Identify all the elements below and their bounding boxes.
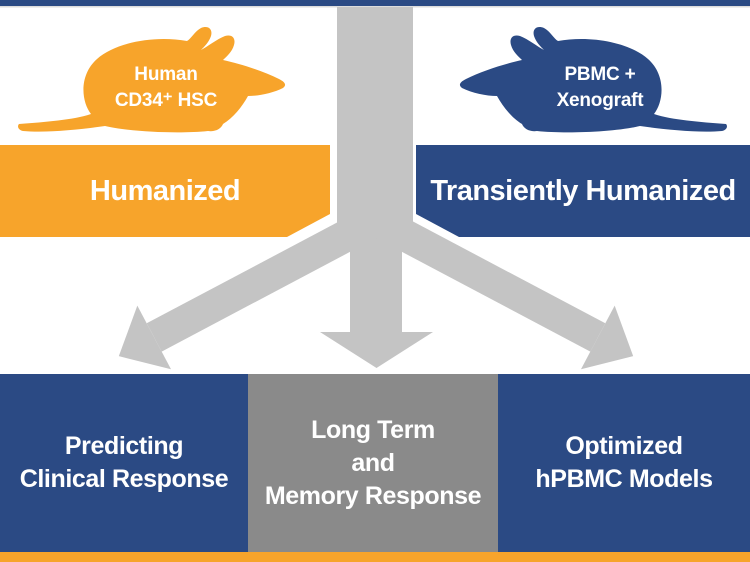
arrow-center-branch — [320, 225, 433, 368]
memory-line3: Memory Response — [264, 481, 482, 510]
long-term-memory-response-label: Long Term and Memory Response — [248, 374, 498, 552]
humanized-banner — [0, 145, 330, 237]
memory-line1: Long Term — [311, 415, 435, 444]
transiently-humanized-banner-label: Transiently Humanized — [430, 174, 736, 207]
arrow-right-shaft — [359, 201, 606, 352]
predicting-clinical-response-label: Predicting Clinical Response — [0, 374, 248, 552]
pbmc-mouse-label-line1: PBMC + — [564, 64, 636, 85]
bottom-border-bar — [0, 552, 750, 562]
transiently-humanized-banner — [416, 145, 750, 237]
arrow-right-head — [580, 305, 634, 370]
predicting-clinical-response-box — [0, 374, 248, 552]
arrow-left-head — [118, 305, 172, 370]
arrow-left-shaft — [146, 201, 393, 352]
memory-line2: and — [351, 448, 395, 477]
predicting-line1: Predicting — [64, 432, 184, 460]
humanized-banner-label: Humanized — [89, 174, 241, 207]
humanized-mouse-icon — [18, 26, 286, 133]
arrow-left-branch — [118, 201, 393, 370]
top-border-bar — [0, 0, 750, 6]
pbmc-mouse-label-line2: Xenograft — [556, 90, 644, 111]
optimized-line1: Optimized — [565, 432, 683, 460]
humanized-mouse-label: Human CD34⁺ HSC — [76, 62, 256, 114]
humanized-mouse-label-line2: CD34⁺ HSC — [114, 90, 218, 111]
optimized-hpbmc-models-label: Optimized hPBMC Models — [498, 374, 750, 552]
top-divider-line — [0, 6, 750, 8]
pbmc-mouse-label: PBMC + Xenograft — [510, 62, 690, 114]
pbmc-xenograft-mouse-icon — [459, 26, 727, 133]
branching-arrow-icon — [118, 7, 634, 370]
optimized-hpbmc-models-box — [498, 374, 750, 552]
long-term-memory-response-box — [248, 374, 498, 552]
optimized-line2: hPBMC Models — [535, 465, 713, 493]
predicting-line2: Clinical Response — [19, 465, 229, 493]
humanized-mouse-label-line1: Human — [134, 64, 198, 85]
arrow-right-branch — [359, 201, 634, 370]
